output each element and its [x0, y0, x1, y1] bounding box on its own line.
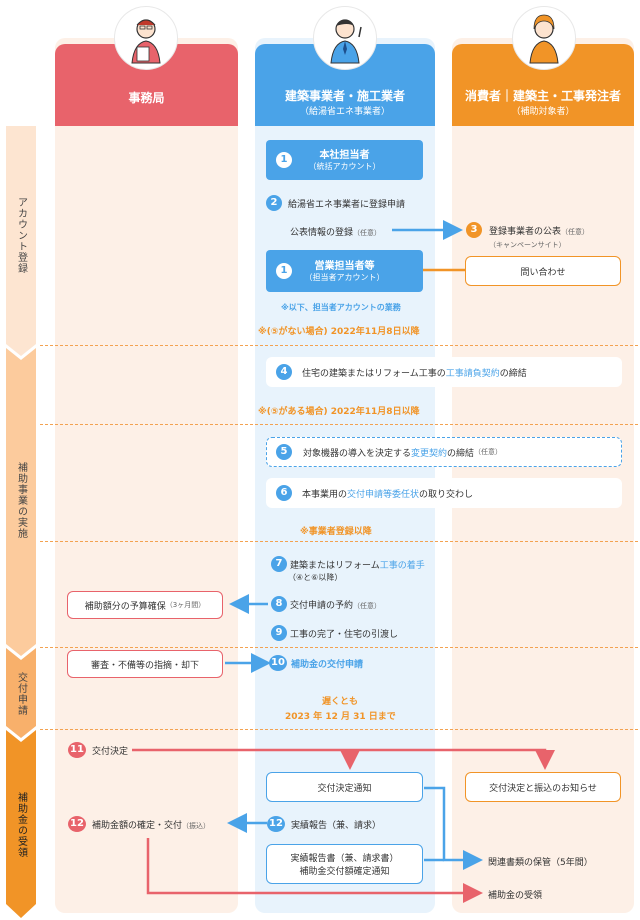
budget-box: 補助額分の予算確保（3ヶ月間） [67, 591, 223, 619]
date-note-2: ※(⑤がある場合) 2022年11月8日以降 [258, 407, 420, 417]
step6-box: 本事業用の交付申請等委任状の取り交わし [266, 478, 622, 508]
step1-sales-box: 1 営業担当者等 （担当者アカウント） [266, 250, 423, 292]
step11-text: 交付決定 [92, 747, 129, 757]
phase-receipt: 補助金の受領 [15, 792, 27, 858]
step11-number: 11 [68, 742, 86, 758]
secretariat-person-icon [114, 6, 178, 70]
step12a-text: 補助金額の確定・交付（振込） [92, 821, 211, 831]
deadline-line1: 遅くとも [322, 697, 359, 707]
separator [40, 541, 638, 542]
header-consumer-title: 消費者｜建築主・工事発注者 [464, 89, 621, 103]
deadline-line2: 2023 年 12 月 31 日まで [285, 712, 396, 722]
notice-box: 交付決定通知 [266, 772, 423, 802]
review-box: 審査・不備等の指摘・却下 [67, 650, 223, 678]
step3-text: 登録事業者の公表（任意） [489, 227, 590, 237]
report-line2: 補助金交付額確定通知 [299, 867, 390, 877]
report-line1: 実績報告書（兼、請求書） [290, 854, 399, 864]
separator [40, 647, 638, 648]
separator [40, 424, 638, 425]
step1-head-office-box: 1 本社担当者 （統括アカウント） [266, 140, 423, 180]
separator [40, 345, 638, 346]
step6-number: 6 [276, 485, 292, 501]
step2-text: 給湯省エネ事業者に登録申請 [288, 200, 406, 210]
phase-account: アカウント登録 [15, 196, 27, 274]
step1-sub: （統括アカウント） [308, 162, 381, 171]
step7-number: 7 [271, 556, 287, 572]
step10-number: 10 [269, 655, 287, 671]
phase-bar [6, 126, 36, 918]
step12a-number: 12 [68, 816, 86, 832]
step12b-text: 実績報告（兼、請求） [291, 821, 382, 831]
step1-number: 1 [276, 152, 292, 168]
step3-sub: （キャンペーンサイト） [489, 241, 566, 249]
header-secretariat-title: 事務局 [128, 91, 165, 105]
header-builder-subtitle: （給湯省エネ事業者） [299, 107, 390, 117]
builder-person-icon [313, 6, 377, 70]
step9-text: 工事の完了・住宅の引渡し [290, 630, 399, 640]
column-left-bg [55, 38, 238, 913]
step5-number: 5 [276, 444, 292, 460]
step2-number: 2 [266, 195, 282, 211]
below-note: ※以下、担当者アカウントの業務 [281, 303, 401, 312]
step7-sub: （④と⑥以降） [288, 573, 343, 582]
header-consumer-subtitle: （補助対象者） [511, 107, 575, 117]
step4-number: 4 [276, 364, 292, 380]
inquiry-box: 問い合わせ [465, 256, 621, 286]
step7-text: 建築またはリフォーム工事の着手 [290, 561, 425, 571]
step8-number: 8 [271, 596, 287, 612]
step10-text: 補助金の交付申請 [291, 660, 364, 670]
notice-consumer-box: 交付決定と振込のお知らせ [465, 772, 621, 802]
after-registration-note: ※事業者登録以降 [300, 527, 372, 537]
consumer-person-icon [512, 6, 576, 70]
phase-application: 交付申請 [15, 672, 27, 716]
step5-box: 対象機器の導入を決定する変更契約の締結（任意） [266, 437, 622, 467]
header-builder-title: 建築事業者・施工業者 [284, 89, 405, 103]
step8-text: 交付申請の予約（任意） [290, 601, 382, 611]
step12b-number: 12 [267, 816, 285, 832]
phase-execution: 補助事業の実施 [15, 461, 27, 539]
step1b-title: 営業担当者等 [314, 261, 375, 272]
step3-number: 3 [466, 222, 482, 238]
step1b-number: 1 [276, 263, 292, 279]
step1-title: 本社担当者 [319, 150, 370, 161]
separator [40, 729, 638, 730]
header-consumer: 消費者｜建築主・工事発注者 （補助対象者） [452, 44, 634, 126]
receive-text: 補助金の受領 [488, 891, 543, 901]
step1b-sub: （担当者アカウント） [304, 273, 385, 282]
report-box: 実績報告書（兼、請求書） 補助金交付額確定通知 [266, 844, 423, 884]
step9-number: 9 [271, 625, 287, 641]
keep-docs-text: 関連書類の保管（5年間） [488, 858, 593, 868]
step4-box: 住宅の建築またはリフォーム工事の工事請負契約の締結 [266, 357, 622, 387]
public-info-text: 公表情報の登録（任意） [290, 228, 382, 238]
date-note-1: ※(⑤がない場合) 2022年11月8日以降 [258, 327, 420, 337]
